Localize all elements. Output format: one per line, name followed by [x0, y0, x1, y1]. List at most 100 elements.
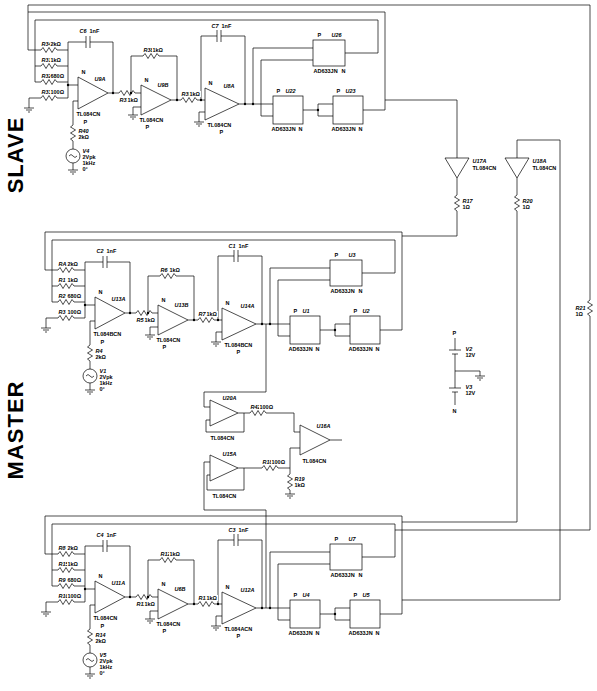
power-label: N — [161, 581, 166, 587]
power-label: P — [100, 623, 105, 629]
section-title: SLAVE — [5, 117, 27, 194]
power-label: P — [293, 592, 298, 598]
value-label: 1kΩ — [294, 482, 306, 488]
part-label: C4 — [96, 532, 104, 538]
value-label: 1kΩ — [144, 317, 156, 323]
value-label: 100Ω — [271, 459, 286, 465]
power-label: P — [145, 124, 150, 130]
value-label: 0° — [99, 386, 105, 392]
value-label: TL084CN — [93, 615, 118, 621]
power-label: P — [317, 32, 322, 38]
part-label: U23 — [345, 88, 356, 94]
wire — [402, 178, 460, 236]
value-label: TL084CN — [76, 111, 101, 117]
power-label: N — [225, 584, 230, 590]
power-label: N — [144, 77, 149, 83]
value-label: 100Ω — [259, 404, 274, 410]
part-label: U20A — [222, 395, 237, 401]
power-label: P — [100, 339, 105, 345]
part-label: R2 — [58, 293, 66, 299]
opamp-symbol — [210, 455, 238, 481]
part-label: C7 — [211, 23, 219, 29]
part-label: U6B — [174, 586, 186, 592]
part-label: R9 — [58, 577, 66, 583]
value-label: 1nF — [238, 243, 249, 249]
part-label: U16A — [316, 423, 331, 429]
wire — [204, 324, 266, 407]
value-label: AD633JN — [348, 346, 373, 352]
part-label: R1 — [58, 277, 66, 283]
opamp-symbol — [505, 158, 529, 178]
value-label: TL084CN — [156, 337, 181, 343]
wire — [330, 440, 342, 441]
part-label: U9A — [94, 76, 106, 82]
power-label: N — [98, 289, 103, 295]
part-label: RA — [58, 261, 67, 267]
power-label: N — [161, 297, 166, 303]
power-label: P — [162, 628, 167, 634]
part-label: U11A — [111, 580, 126, 586]
part-label: U26 — [331, 32, 342, 38]
value-label: TL084CN — [302, 458, 327, 464]
value-label: 2kΩ — [95, 354, 107, 360]
part-label: R7 — [198, 311, 206, 317]
power-label: N — [358, 126, 363, 132]
wire — [402, 140, 560, 600]
value-label: 2kΩ — [95, 638, 107, 644]
opamp-symbol — [445, 158, 469, 178]
value-label: 1nF — [89, 28, 100, 34]
value-label: AD633JN — [330, 572, 355, 578]
value-label: 1nF — [106, 248, 117, 254]
value-label: 100Ω — [67, 593, 82, 599]
power-label: N — [208, 80, 213, 86]
power-label: P — [162, 344, 167, 350]
value-label: 0° — [99, 670, 105, 676]
value-label: TL084CN — [472, 165, 497, 171]
value-label: 2kΩ — [50, 41, 62, 47]
wire — [455, 371, 485, 380]
part-label: R3 — [58, 309, 66, 315]
power-label: P — [236, 633, 241, 639]
oscillator-stage — [41, 516, 402, 678]
part-label: U3 — [348, 252, 356, 258]
value-label: TL084BCN — [224, 342, 253, 348]
part-label: U13B — [174, 302, 189, 308]
part-label: U9B — [157, 82, 169, 88]
value-label: 1nF — [221, 23, 232, 29]
wire — [206, 413, 244, 432]
value-label: 12V — [465, 390, 476, 396]
power-label: P — [336, 88, 341, 94]
opamp-symbol — [210, 400, 238, 426]
power-label: P — [452, 330, 457, 336]
section-title: MASTER — [5, 381, 27, 480]
value-label: 1kΩ — [127, 97, 139, 103]
value-label: 2kΩ — [67, 545, 79, 551]
power-label: P — [219, 129, 224, 135]
value-label: AD633JN — [288, 346, 313, 352]
wire — [28, 5, 593, 530]
value-label: 2kΩ — [67, 261, 79, 267]
value-label: AD633JN — [348, 630, 373, 636]
wire — [244, 448, 300, 471]
part-label: U8A — [223, 83, 235, 89]
value-label: 2kΩ — [78, 134, 90, 140]
value-label: TL084CN — [212, 493, 237, 499]
value-label: AD633JN — [271, 126, 296, 132]
value-label: AD633JN — [313, 68, 338, 74]
part-label: C2 — [96, 248, 104, 254]
value-label: 1Ω — [575, 311, 583, 317]
part-label: U15A — [222, 451, 237, 457]
value-label: TL084CN — [532, 165, 557, 171]
value-label: 1kΩ — [169, 551, 181, 557]
wire — [385, 100, 457, 158]
value-label: 680Ω — [50, 73, 65, 79]
value-label: 100Ω — [67, 309, 82, 315]
power-label: P — [334, 252, 339, 258]
value-label: AD633JN — [331, 126, 356, 132]
power-label: N — [452, 408, 457, 414]
part-label: U1 — [302, 308, 310, 314]
value-label: TL084CN — [156, 621, 181, 627]
value-label: 1kΩ — [206, 311, 218, 317]
power-label: N — [98, 573, 103, 579]
